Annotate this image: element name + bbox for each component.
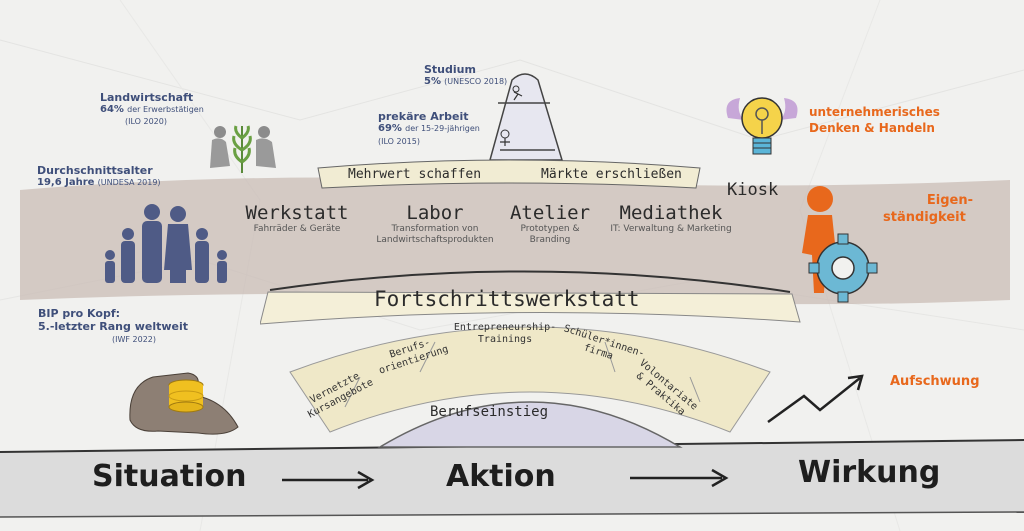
top-bar-left: Mehrwert schaffen [348, 167, 482, 182]
kiosk-label: Kiosk [727, 180, 779, 200]
trend-arrow-icon [767, 374, 864, 424]
unit-atelier: Atelier Prototypen & Branding [508, 202, 592, 246]
prekaere-title: prekäre Arbeit [378, 110, 469, 123]
unit-mediathek-title: Mediathek [619, 202, 723, 224]
wheat-farmers-icon [210, 125, 276, 173]
studium-source: (UNESCO 2018) [444, 77, 508, 86]
bottom-situation: Situation [92, 459, 247, 494]
bip-value: 5.-letzter Rang weltweit [38, 320, 188, 333]
prekaere-desc: der 15-29-jährigen [405, 124, 480, 133]
alter-line: 19,6 Jahre (UNDESA 2019) [37, 177, 161, 188]
arrow-right-icon [630, 468, 729, 488]
hand-coin-icon [129, 372, 239, 435]
unit-labor-sub: Transformation von Landwirtschaftsproduk… [376, 224, 494, 245]
bottom-road [0, 440, 1024, 517]
bip-source: (IWF 2022) [112, 335, 157, 344]
unit-atelier-sub: Prototypen & Branding [520, 224, 580, 245]
unit-mediathek: Mediathek IT: Verwaltung & Marketing [596, 202, 746, 235]
unit-werkstatt-sub: Fahrräder & Geräte [253, 224, 341, 234]
prekaere-line: 69% der 15-29-jährigen [378, 123, 480, 134]
unit-werkstatt: Werkstatt Fahrräder & Geräte [232, 202, 362, 235]
workshop-arch [260, 270, 801, 448]
brush-band [20, 177, 1010, 305]
alter-value: 19,6 Jahre [37, 177, 95, 188]
outcome-aufschwung: Aufschwung [890, 374, 980, 389]
unit-labor: Labor Transformation von Landwirtschafts… [366, 202, 504, 246]
top-bar-right: Märkte erschließen [541, 167, 682, 182]
prekaere-value: 69% [378, 123, 402, 134]
landwirtschaft-desc: der Erwerbstätigen [127, 105, 204, 114]
arc-item-entrepreneurship: Entrepreneurship-Trainings [453, 322, 557, 345]
family-icon [105, 204, 227, 283]
studium-line: 5% (UNESCO 2018) [424, 76, 507, 87]
outcome-eigen-2: ständigkeit [883, 210, 966, 225]
berufseinstieg-label: Berufseinstieg [430, 404, 549, 420]
unit-mediathek-sub: IT: Verwaltung & Marketing [610, 224, 732, 234]
bip-title: BIP pro Kopf: [38, 307, 121, 320]
landwirtschaft-line: 64% der Erwerbstätigen [100, 104, 204, 115]
studium-title: Studium [424, 63, 476, 76]
studium-value: 5% [424, 76, 441, 87]
person-gear-icon [802, 186, 878, 303]
bottom-aktion: Aktion [446, 459, 556, 494]
landwirtschaft-source: (ILO 2020) [125, 117, 167, 126]
outcome-unternehmerisch: unternehmerisches Denken & Handeln [809, 105, 940, 135]
alter-title: Durchschnittsalter [37, 164, 153, 177]
prekaere-source: (ILO 2015) [378, 137, 420, 146]
unit-labor-title: Labor [406, 202, 464, 224]
alter-source: (UNDESA 2019) [97, 178, 161, 187]
landwirtschaft-value: 64% [100, 104, 124, 115]
landwirtschaft-title: Landwirtschaft [100, 91, 194, 104]
bottom-wirkung: Wirkung [798, 455, 941, 490]
mountain-icon [317, 73, 701, 189]
unit-werkstatt-title: Werkstatt [245, 202, 349, 224]
outcome-eigen-1: Eigen- [926, 193, 973, 208]
arrow-right-icon [282, 470, 375, 490]
center-title: Fortschrittswerkstatt [374, 287, 640, 311]
lightbulb-icon [726, 97, 798, 155]
unit-atelier-title: Atelier [509, 202, 591, 224]
